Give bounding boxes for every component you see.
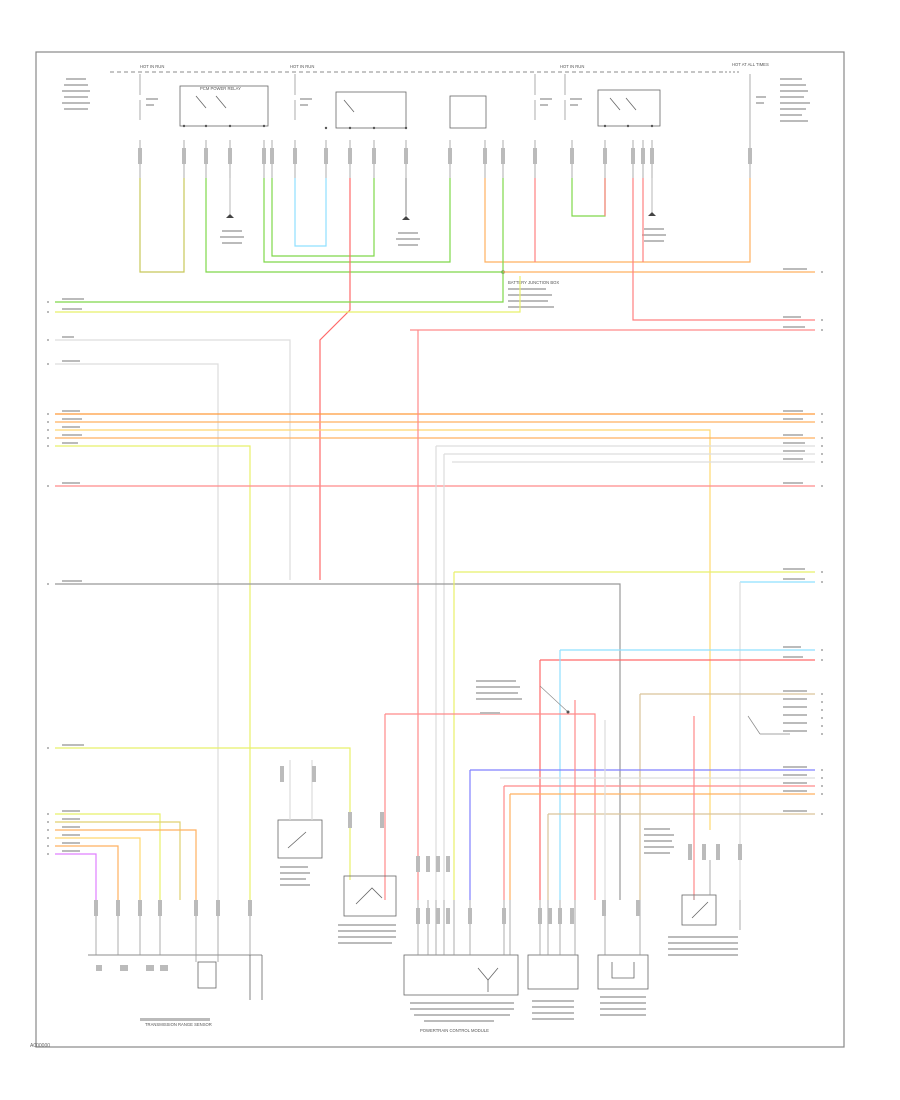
splice-note: BATTERY JUNCTION BOX bbox=[508, 280, 559, 285]
section-label-mid: HOT IN RUN bbox=[290, 64, 314, 69]
wire-label-marks bbox=[783, 268, 807, 812]
trs-label: TRANSMISSION RANGE SENSOR bbox=[145, 1022, 212, 1027]
relay-group bbox=[179, 85, 661, 129]
pcm-label: POWERTRAIN CONTROL MODULE bbox=[420, 1028, 489, 1033]
section-label-right: HOT IN RUN bbox=[560, 64, 584, 69]
trans-control-switch bbox=[681, 894, 717, 926]
top-wires bbox=[139, 178, 815, 580]
transmission-range-sensor bbox=[88, 954, 263, 1000]
caption-block-left bbox=[62, 78, 90, 110]
section-label-battery: HOT AT ALL TIMES bbox=[732, 62, 769, 67]
caption-block-right bbox=[780, 78, 810, 122]
harness-wires bbox=[55, 272, 815, 900]
shift-solenoid-box bbox=[343, 875, 397, 917]
section-label-left: HOT IN RUN bbox=[140, 64, 164, 69]
relay-label: PCM POWER RELAY bbox=[200, 86, 241, 91]
ground-icons bbox=[226, 212, 656, 220]
page-code: A000000 bbox=[30, 1043, 51, 1049]
brake-switch bbox=[277, 760, 323, 859]
oss-sensor bbox=[597, 954, 649, 990]
pcm-module bbox=[403, 954, 519, 996]
iss-sensor bbox=[527, 954, 579, 990]
diagram-frame bbox=[35, 51, 845, 1048]
fuse-group bbox=[139, 74, 751, 140]
